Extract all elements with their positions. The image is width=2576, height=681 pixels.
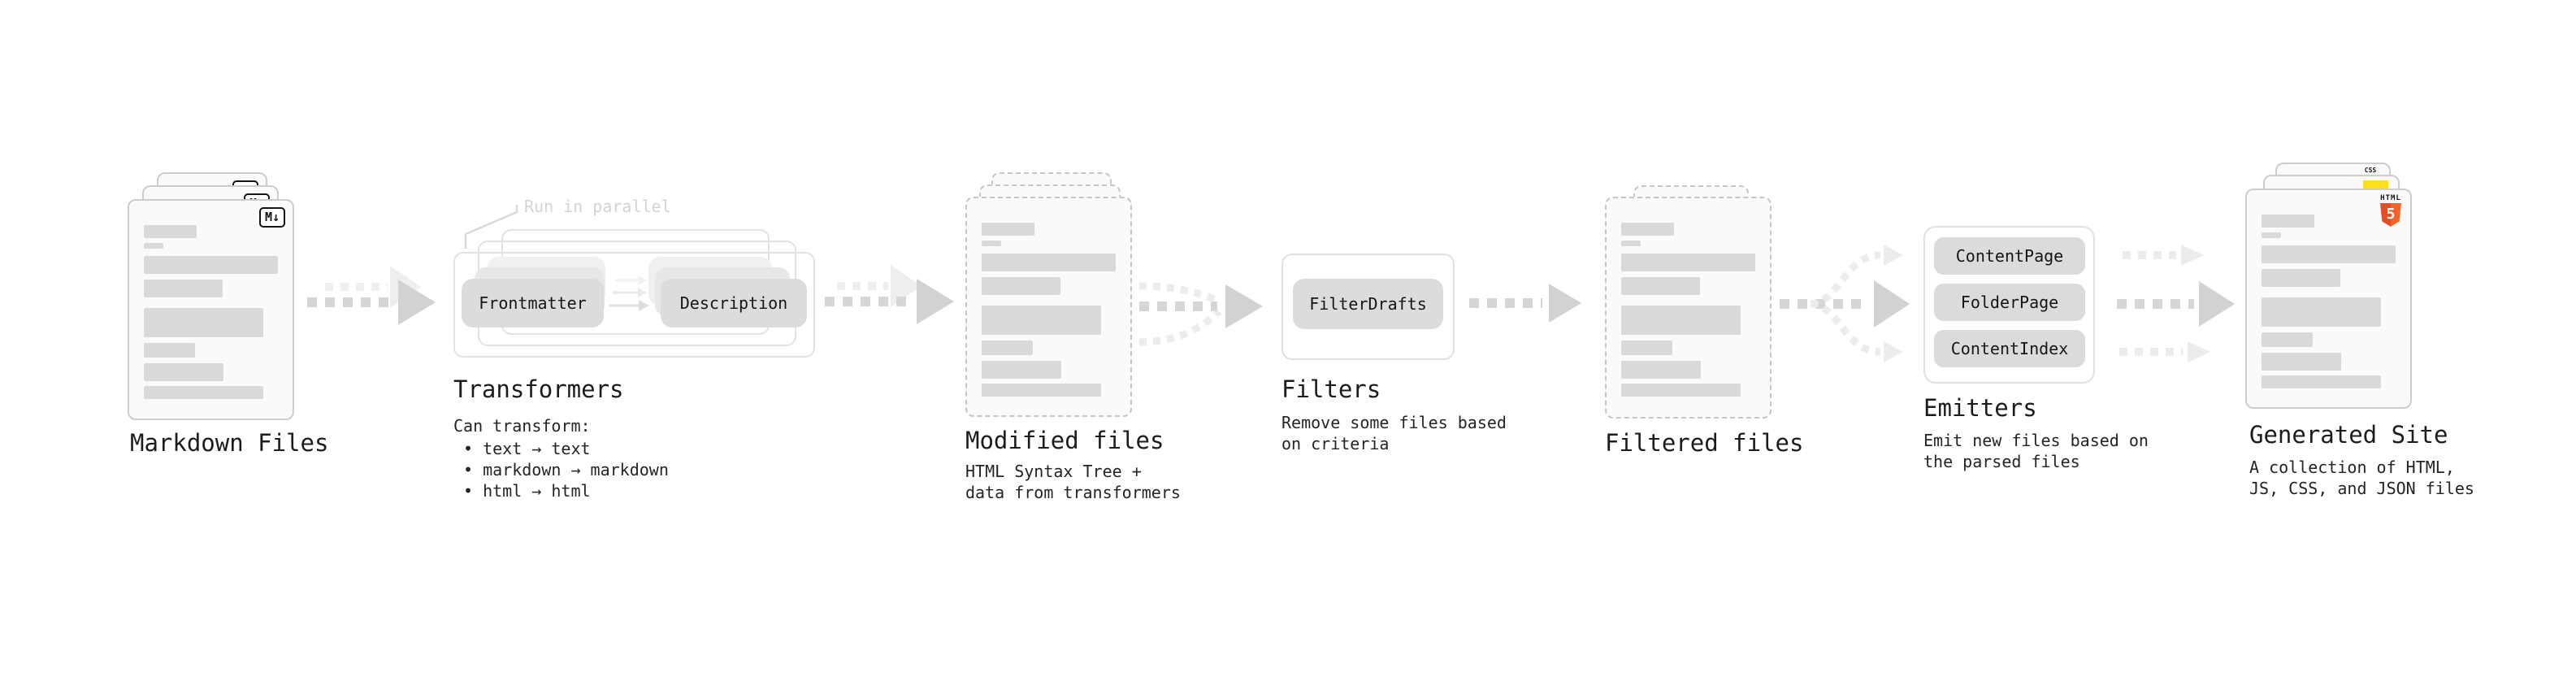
arrow-modified-to-filters (1138, 282, 1263, 346)
emitter-node-contentindex: ContentIndex (1934, 330, 2085, 367)
document-skeleton (144, 201, 281, 419)
transformer-node-description: Description (661, 279, 807, 327)
stage-label-emitters: Emitters (1923, 394, 2037, 422)
emitters-description-line: the parsed files (1923, 452, 2080, 471)
skeleton-text-bar (144, 256, 278, 274)
skeleton-text-bar (1621, 361, 1701, 379)
skeleton-text-bar (2262, 375, 2381, 388)
modified-file-card-front (965, 197, 1132, 417)
stage-label-markdown-files: Markdown Files (130, 429, 329, 457)
arrow-filtered-to-emitters (1780, 245, 1910, 362)
modified-files-description-line: data from transformers (965, 483, 1181, 502)
arrow-emitters-to-generated (2117, 245, 2235, 362)
filters-description-line: on criteria (1281, 434, 1390, 453)
modified-files-description-line: HTML Syntax Tree + (965, 462, 1142, 481)
markdown-file-card-front: M↓ (128, 199, 294, 420)
skeleton-text-bar (144, 280, 223, 297)
skeleton-text-bar (2262, 232, 2281, 238)
stage-label-generated-site: Generated Site (2249, 421, 2448, 449)
skeleton-text-bar (982, 361, 1061, 379)
transformers-description-title: Can transform: (453, 416, 591, 436)
skeleton-text-bar (1621, 384, 1741, 397)
emitter-node-folderpage: FolderPage (1934, 284, 2085, 321)
skeleton-text-bar (2262, 215, 2314, 228)
skeleton-text-bar (2262, 332, 2313, 347)
skeleton-text-bar (982, 241, 1001, 246)
transformers-bullet: • html → html (463, 481, 591, 501)
transformer-parallel-arrows (609, 275, 649, 311)
arrow-filters-to-filtered (1469, 284, 1581, 323)
skeleton-text-bar (1621, 340, 1672, 355)
emitter-node-contentpage: ContentPage (1934, 237, 2085, 275)
skeleton-text-bar (2262, 245, 2396, 263)
transformers-bullet: • text → text (463, 439, 591, 458)
emitters-description-line: Emit new files based on (1923, 431, 2149, 450)
transformers-bullet: • markdown → markdown (463, 460, 669, 479)
arrow-markdown-to-transformers (307, 266, 436, 325)
skeleton-text-bar (982, 340, 1033, 355)
document-skeleton (1621, 198, 1759, 417)
skeleton-text-bar (982, 277, 1060, 295)
run-in-parallel-connector (464, 205, 518, 249)
skeleton-text-bar (1621, 306, 1741, 335)
skeleton-text-bar (144, 308, 263, 337)
arrow-transformers-to-modified (825, 265, 954, 324)
skeleton-text-bar (2262, 269, 2340, 287)
skeleton-text-bar (1621, 277, 1700, 295)
stage-label-modified-files: Modified files (965, 427, 1164, 454)
skeleton-text-bar (144, 343, 195, 358)
skeleton-text-bar (982, 223, 1034, 236)
skeleton-text-bar (144, 225, 197, 238)
html5-icon: HTML 5 (2378, 194, 2404, 227)
skeleton-text-bar (144, 243, 163, 249)
markdown-icon: M↓ (258, 207, 285, 228)
document-skeleton (982, 198, 1119, 415)
skeleton-text-bar (2262, 297, 2381, 327)
skeleton-text-bar (144, 363, 223, 381)
skeleton-text-bar (144, 386, 263, 399)
transformer-layer-box-front (453, 252, 815, 358)
stage-label-filtered-files: Filtered files (1605, 429, 1804, 457)
generated-site-description-line: A collection of HTML, (2249, 458, 2455, 477)
document-skeleton (2262, 190, 2399, 407)
skeleton-text-bar (1621, 254, 1755, 271)
filtered-file-card-front (1605, 197, 1772, 419)
run-in-parallel-annotation: Run in parallel (524, 197, 671, 216)
generated-site-description-line: JS, CSS, and JSON files (2249, 479, 2474, 498)
skeleton-text-bar (982, 384, 1101, 397)
transformer-node-frontmatter: Frontmatter (462, 279, 604, 327)
skeleton-text-bar (1621, 241, 1641, 246)
filter-node-filterdrafts: FilterDrafts (1293, 279, 1443, 329)
stage-label-filters: Filters (1281, 375, 1381, 403)
stage-label-transformers: Transformers (453, 375, 624, 403)
skeleton-text-bar (2262, 353, 2341, 371)
skeleton-text-bar (982, 306, 1101, 335)
filters-description-line: Remove some files based (1281, 413, 1507, 432)
generated-file-card-html: HTML 5 (2245, 189, 2412, 409)
skeleton-text-bar (982, 254, 1116, 271)
skeleton-text-bar (1621, 223, 1674, 236)
